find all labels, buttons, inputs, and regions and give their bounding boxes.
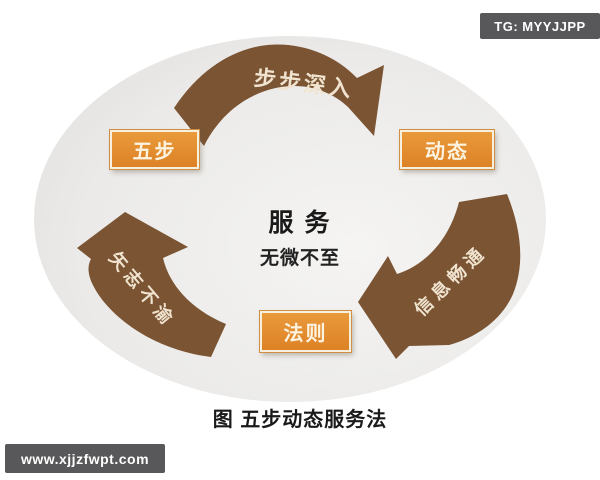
node-rule: 法则 (260, 311, 351, 352)
node-dynamic: 动态 (400, 130, 494, 169)
tg-watermark-badge: TG: MYYJJPP (480, 13, 600, 39)
arrow-top (174, 44, 384, 147)
node-five-steps: 五步 (110, 130, 199, 169)
arrow-right (358, 194, 521, 359)
center-title: 服 务 (268, 209, 332, 237)
center-text-block: 服 务 无微不至 (180, 203, 420, 270)
center-subtitle: 无微不至 (259, 248, 340, 269)
figure-caption: 图 五步动态服务法 (212, 409, 388, 431)
site-watermark-badge: www.xjjzfwpt.com (5, 444, 165, 473)
arrow-left (77, 212, 226, 357)
